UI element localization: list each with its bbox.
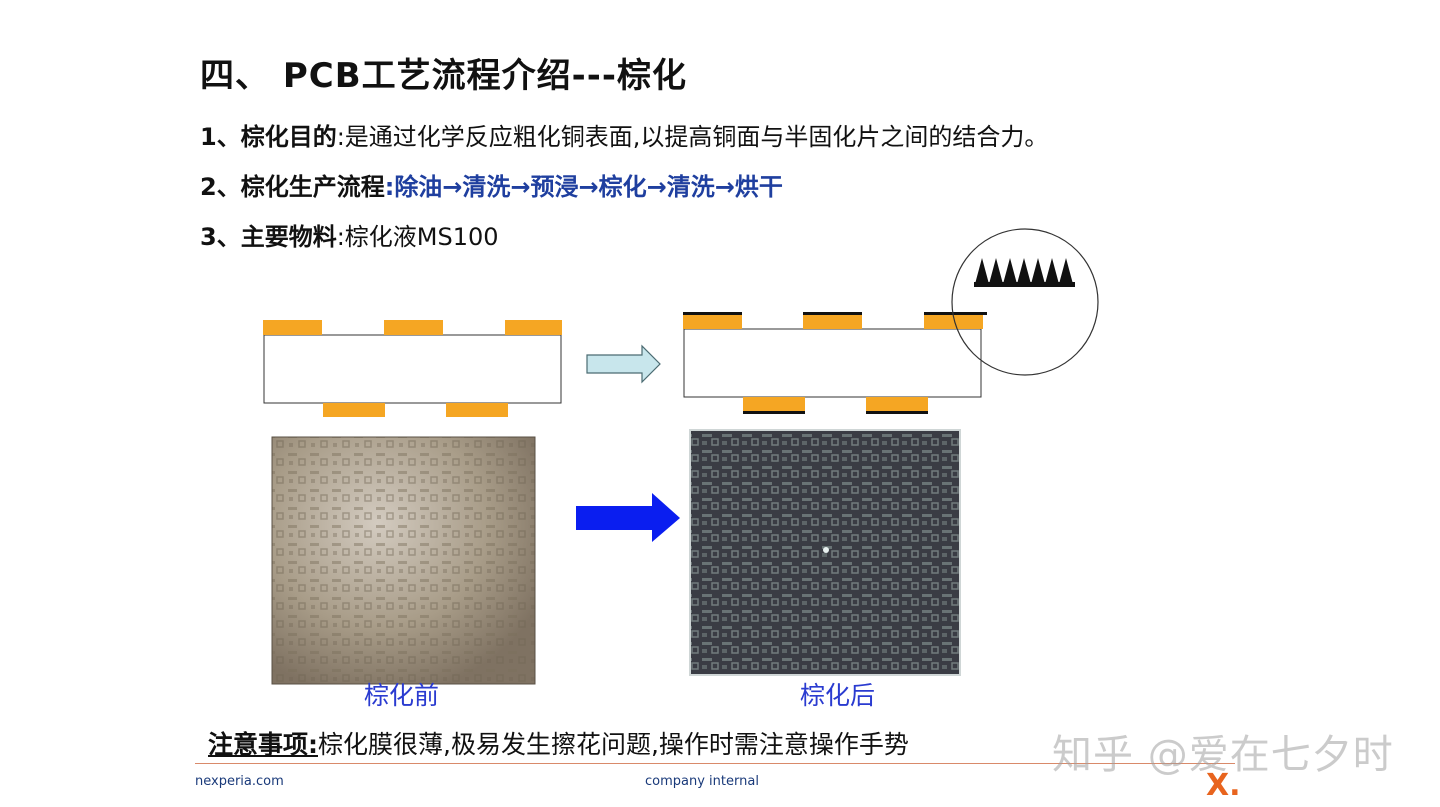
brand-logo: X. [1206,768,1241,803]
purpose-line: 1、棕化目的:是通过化学反应粗化铜表面,以提高铜面与半固化片之间的结合力。 [200,117,1048,152]
blue-arrow-icon [576,493,680,542]
board-after [683,328,982,398]
copper-pad [263,320,322,335]
rough-surface-icon [974,258,1075,287]
caption-after: 棕化后 [800,681,876,710]
copper-pad [924,315,983,329]
oxide-layer [866,411,928,414]
footer-classification: company internal [645,774,759,789]
process-flow: 除油→清洗→预浸→棕化→清洗→烘干 [394,173,783,201]
magnify-circle [951,228,1099,376]
process-arrow-icon [586,344,661,384]
note-text: 棕化膜很薄,极易发生擦花问题,操作时需注意操作手势 [318,730,909,759]
oxide-layer [683,312,742,315]
oxide-layer [803,312,862,315]
photo-after [689,429,961,676]
material-text: 棕化液MS100 [344,223,499,251]
footer-site: nexperia.com [195,774,284,789]
process-label: 2、棕化生产流程 [200,173,385,201]
copper-pad [683,315,742,329]
copper-pad [384,320,443,335]
caption-before: 棕化前 [364,681,440,710]
material-sep: : [336,223,345,251]
board-before [263,334,562,404]
purpose-sep: : [336,123,345,151]
purpose-label: 1、棕化目的 [200,123,337,151]
material-line: 3、主要物料:棕化液MS100 [200,217,499,252]
oxide-layer [924,312,987,315]
photo-before [271,436,536,685]
process-line: 2、棕化生产流程:除油→清洗→预浸→棕化→清洗→烘干 [200,167,783,202]
copper-pad [866,397,928,411]
copper-pad [743,397,805,411]
note-label: 注意事项: [208,730,318,759]
copper-pad [505,320,562,335]
copper-pad [803,315,862,329]
purpose-text: 是通过化学反应粗化铜表面,以提高铜面与半固化片之间的结合力。 [344,123,1049,151]
footer-divider [195,763,1235,764]
page-title: 四、 PCB工艺流程介绍---棕化 [200,56,687,96]
copper-pad [323,403,385,417]
note-line: 注意事项:棕化膜很薄,极易发生擦花问题,操作时需注意操作手势 [208,725,909,761]
watermark: 知乎 @爱在七夕时 [1052,732,1394,778]
process-sep: : [384,173,395,201]
oxide-layer [743,411,805,414]
material-label: 3、主要物料 [200,223,337,251]
copper-pad [446,403,508,417]
